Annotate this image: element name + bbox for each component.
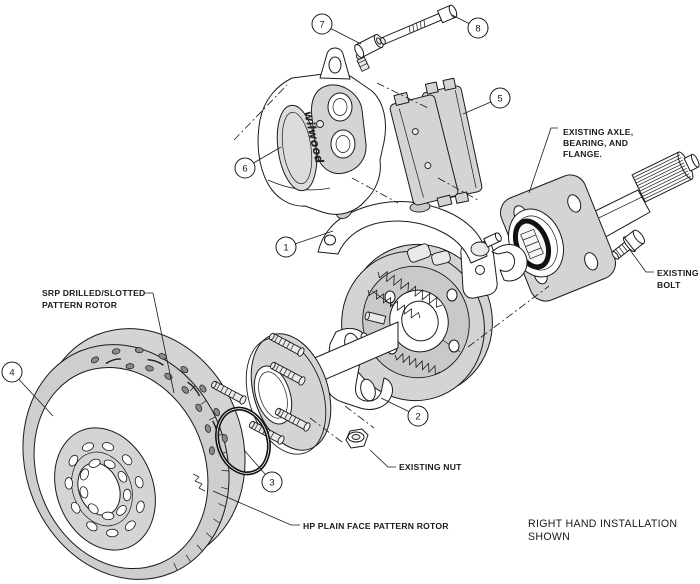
- callout-5: [489, 87, 511, 109]
- caliper-bolt: [380, 4, 458, 45]
- callout-6: [234, 157, 256, 179]
- adjuster: [406, 243, 432, 263]
- caliper-bore-hole-2: [330, 129, 356, 159]
- label-hp-rotor: HP PLAIN FACE PATTERN ROTOR: [303, 521, 449, 531]
- hold-down-pin: [364, 311, 387, 325]
- spring-clip: [491, 244, 528, 282]
- callout-number-8: 8: [475, 23, 480, 34]
- label-srp-rotor: SRP DRILLED/SLOTTED: [42, 288, 145, 298]
- callouts: 1 2 3 4 5 6 7 8: [1, 13, 511, 493]
- label-leaders: [144, 127, 654, 526]
- callout-number-4: 4: [9, 367, 14, 378]
- existing-nut: [345, 428, 369, 449]
- callout-number-5: 5: [497, 93, 502, 104]
- callout-3: [261, 471, 283, 493]
- brake-pads: [389, 77, 483, 208]
- callout-number-1: 1: [283, 242, 288, 253]
- return-springs: [367, 270, 443, 376]
- callout-7: [311, 13, 333, 35]
- bearing-splines: [520, 228, 544, 260]
- callout-number-7: 7: [319, 19, 324, 30]
- callout-8: [467, 17, 489, 39]
- svg-text:SHOWN: SHOWN: [528, 531, 570, 543]
- callout-2: [407, 405, 429, 427]
- callout-number-3: 3: [269, 477, 274, 488]
- callout-number-2: 2: [415, 411, 420, 422]
- svg-text:BEARING, AND: BEARING, AND: [563, 138, 628, 148]
- caliper: wilwood: [257, 47, 386, 215]
- label-existing-axle: EXISTING AXLE,: [563, 127, 633, 137]
- pattern-split-line: [192, 473, 206, 492]
- o-ring: [215, 406, 271, 476]
- label-existing-nut: EXISTING NUT: [399, 462, 462, 472]
- caliper-ear-hole: [328, 56, 342, 74]
- svg-text:PATTERN ROTOR: PATTERN ROTOR: [42, 300, 118, 310]
- axle-assembly: [500, 151, 700, 302]
- callout-4: [1, 361, 23, 383]
- hat-hole-ring: [64, 442, 145, 538]
- caliper-bore-hole-1: [327, 92, 353, 122]
- bracket-mount-hole: [324, 234, 336, 246]
- label-existing-bolt: EXISTING: [657, 268, 699, 278]
- rotor: [22, 328, 246, 580]
- caliper-spacer: [354, 34, 384, 58]
- callout-number-6: 6: [242, 163, 247, 174]
- callout-1: [275, 236, 297, 258]
- caliper-logo-lobe: [276, 104, 318, 192]
- backing-plate-center-hole: [401, 300, 439, 342]
- labels: SRP DRILLED/SLOTTED PATTERN ROTOR EXISTI…: [42, 127, 699, 543]
- alignment-lines: [233, 82, 550, 443]
- svg-text:BOLT: BOLT: [657, 280, 681, 290]
- caliper-bracket: [317, 201, 502, 264]
- svg-text:FLANGE.: FLANGE.: [563, 149, 602, 159]
- existing-bolt: [611, 229, 646, 260]
- note-right-hand: RIGHT HAND INSTALLATION: [528, 518, 677, 530]
- bracket-bolt: [483, 232, 502, 248]
- axle-spline: [631, 151, 700, 203]
